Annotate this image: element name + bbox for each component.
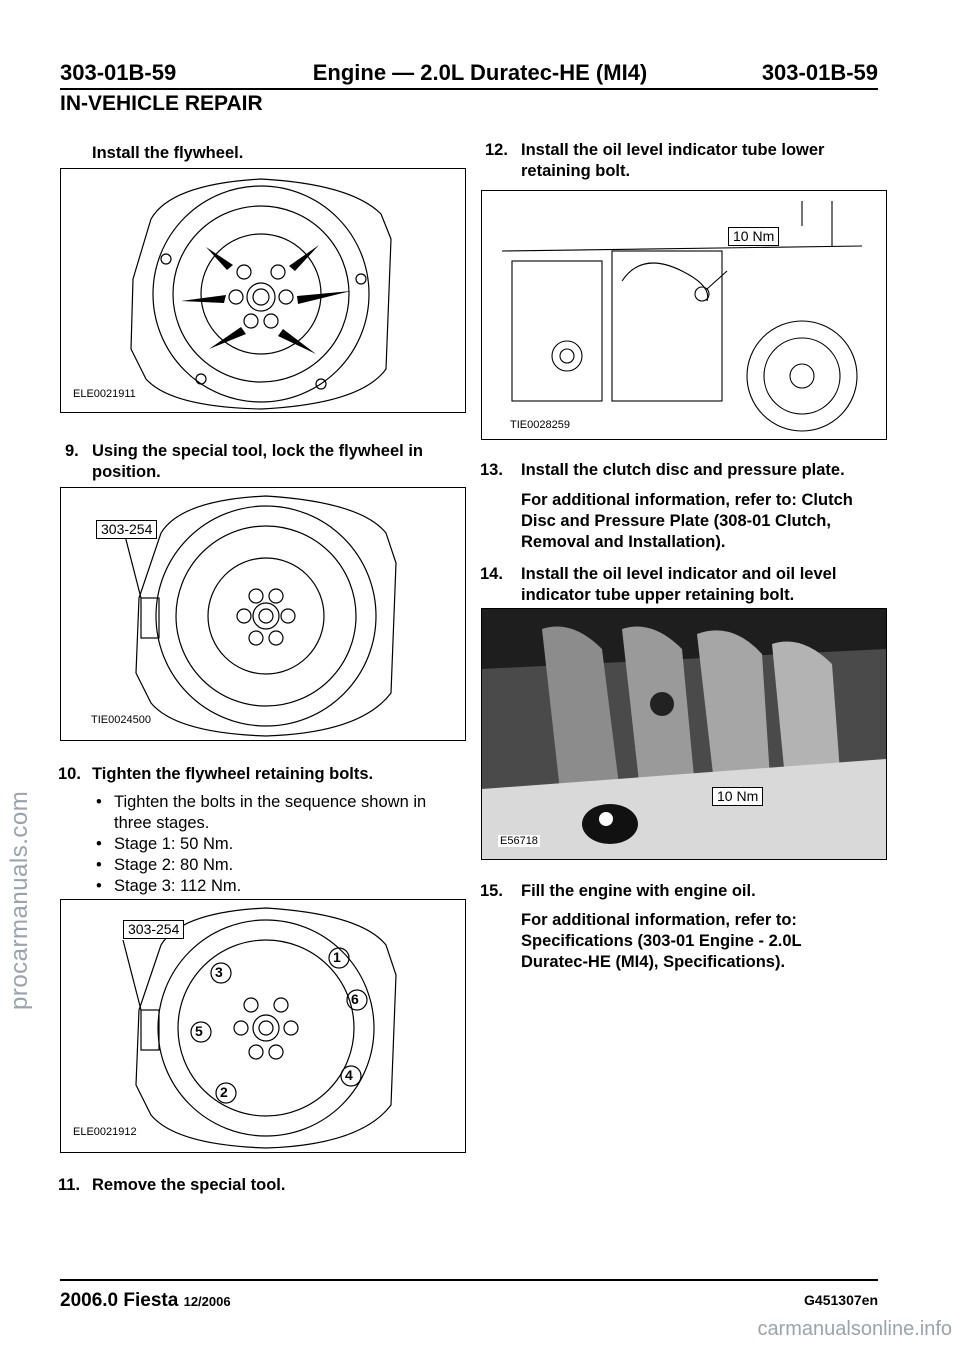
footer-model-name: 2006.0 Fiesta [60, 1290, 179, 1311]
figure-code: ELE0021911 [73, 388, 136, 400]
bullet-item: Stage 2: 80 Nm. [88, 855, 458, 876]
bottom-watermark: carmanualsonline.info [757, 1318, 952, 1340]
sequence-number: 5 [195, 1023, 203, 1039]
figure-code: TIE0028259 [510, 419, 570, 431]
sequence-number: 2 [220, 1084, 228, 1100]
step-14-number: 14. [480, 565, 503, 583]
footer-code: G451307en [804, 1292, 878, 1308]
step-10-text: Tighten the flywheel retaining bolts. [92, 765, 374, 783]
figure-flywheel-install: ELE0021911 [60, 168, 466, 413]
step-10-number: 10. [58, 765, 81, 783]
figure-code: E56718 [498, 835, 540, 847]
step-12-number: 12. [485, 141, 508, 159]
step-9-text: Using the special tool, lock the flywhee… [92, 442, 423, 481]
page-number-left: 303-01B-59 [60, 60, 177, 85]
sequence-number: 3 [215, 964, 223, 980]
figure-code: TIE0024500 [91, 714, 151, 726]
torque-callout: 10 Nm [728, 227, 780, 246]
step-15-text: Fill the engine with engine oil. [521, 882, 756, 900]
page-title: Engine — 2.0L Duratec-HE (MI4) [312, 60, 648, 85]
header-rule [60, 88, 878, 90]
figure-flywheel-lock: 303-254 TIE0024500 [60, 487, 466, 741]
step-10-bullets: Tighten the bolts in the sequence shown … [88, 792, 458, 897]
step-15-reference: For additional information, refer to: Sp… [521, 911, 802, 971]
step-11-text: Remove the special tool. [92, 1176, 286, 1194]
step-9-number: 9. [65, 442, 79, 460]
figure-code: ELE0021912 [73, 1126, 137, 1138]
sequence-number: 1 [333, 949, 341, 965]
step-11-number: 11. [58, 1176, 81, 1194]
side-watermark: procarmanuals.com [6, 790, 33, 1010]
bullet-item: Stage 3: 112 Nm. [88, 876, 458, 897]
bullet-item: Tighten the bolts in the sequence shown … [88, 792, 458, 834]
footer-model: 2006.0 Fiesta 12/2006 [60, 1290, 231, 1312]
footer-date: 12/2006 [183, 1294, 231, 1309]
step-13-text: Install the clutch disc and pressure pla… [521, 461, 845, 479]
step-15-number: 15. [480, 882, 503, 900]
step-13-number: 13. [480, 461, 503, 479]
footer-rule [60, 1279, 878, 1281]
sequence-number: 4 [345, 1067, 353, 1083]
figure-oil-indicator-photo: 10 Nm E56718 [481, 608, 887, 860]
figure-oil-tube-lower-bolt: 10 Nm TIE0028259 [481, 190, 887, 440]
step-12-text: Install the oil level indicator tube low… [521, 141, 825, 180]
step-13-reference: For additional information, refer to: Cl… [521, 491, 853, 551]
figure-tightening-sequence: 3 1 5 6 2 4 303-254 ELE0021912 [60, 899, 466, 1153]
special-tool-callout: 303-254 [123, 920, 185, 939]
step-8-text: Install the flywheel. [92, 144, 244, 162]
section-title: IN-VEHICLE REPAIR [60, 92, 263, 115]
special-tool-callout: 303-254 [96, 520, 158, 539]
bullet-item: Stage 1: 50 Nm. [88, 834, 458, 855]
page-number-right: 303-01B-59 [761, 60, 878, 85]
torque-callout: 10 Nm [712, 787, 764, 806]
step-14-text: Install the oil level indicator and oil … [521, 565, 837, 604]
sequence-number: 6 [351, 991, 359, 1007]
